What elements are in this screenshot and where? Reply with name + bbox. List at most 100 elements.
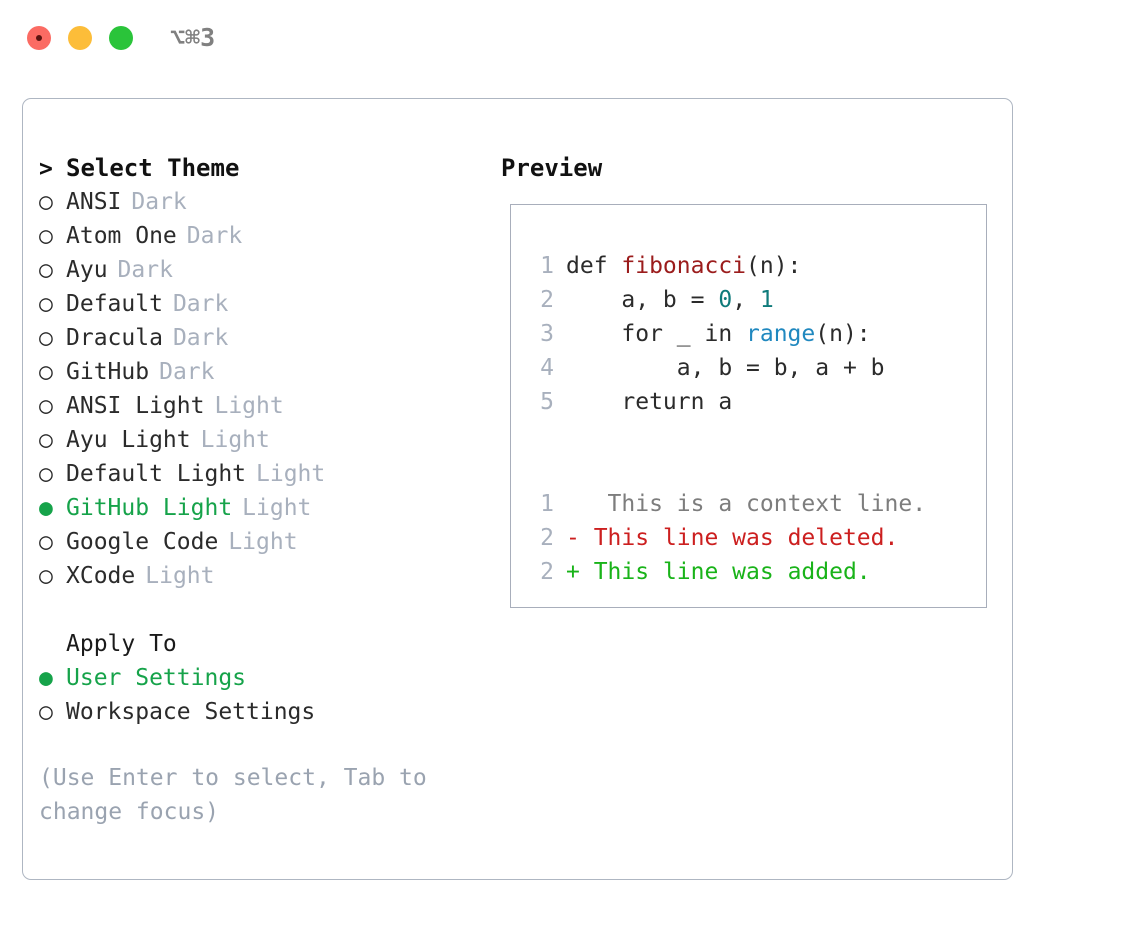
code-token-number: 1 — [759, 287, 774, 313]
diff-sign: + — [566, 559, 580, 585]
code-token: (n): — [746, 253, 802, 279]
theme-item-github-dark[interactable]: ○ GitHub Dark — [39, 355, 479, 389]
select-theme-header: > Select Theme — [39, 151, 479, 185]
maximize-button-icon[interactable] — [109, 26, 133, 50]
theme-item-label: Ayu — [66, 257, 108, 283]
theme-item-ayu-light[interactable]: ○ Ayu Light Light — [39, 423, 479, 457]
code-token-function: fibonacci — [621, 253, 747, 279]
theme-item-label: ANSI Light — [66, 393, 205, 419]
theme-item-default-dark[interactable]: ○ Default Dark — [39, 287, 479, 321]
code-line: 5 return a — [524, 385, 980, 419]
code-line: 2 a, b = 0, 1 — [524, 283, 980, 317]
apply-to-title: Apply To — [66, 631, 177, 657]
code-blank-line — [524, 419, 980, 453]
radio-unselected-icon[interactable]: ○ — [39, 563, 53, 589]
theme-item-ansi-dark[interactable]: ○ ANSI Dark — [39, 185, 479, 219]
radio-unselected-icon[interactable]: ○ — [39, 257, 53, 283]
radio-selected-icon[interactable]: ● — [39, 665, 53, 691]
line-number: 4 — [540, 355, 554, 381]
code-token: return a — [566, 389, 733, 415]
keyboard-hint-text: (Use Enter to select, Tab to change focu… — [39, 765, 427, 825]
radio-unselected-icon[interactable]: ○ — [39, 291, 53, 317]
diff-line-context: 1 This is a context line. — [524, 487, 980, 521]
theme-item-label: GitHub — [66, 359, 150, 385]
radio-unselected-icon[interactable]: ○ — [39, 427, 53, 453]
diff-sign: - — [566, 525, 580, 551]
code-line: 3 for _ in range(n): — [524, 317, 980, 351]
code-line: 4 a, b = b, a + b — [524, 351, 980, 385]
theme-item-variant: Light — [145, 563, 215, 589]
radio-unselected-icon[interactable]: ○ — [39, 529, 53, 555]
apply-to-workspace-settings[interactable]: ○ Workspace Settings — [39, 695, 479, 729]
radio-unselected-icon[interactable]: ○ — [39, 359, 53, 385]
theme-item-variant: Dark — [159, 359, 215, 385]
line-number: 1 — [540, 491, 554, 517]
radio-unselected-icon[interactable]: ○ — [39, 189, 53, 215]
apply-to-option-label: Workspace Settings — [66, 699, 316, 725]
preview-title: Preview — [501, 154, 603, 182]
theme-item-label: XCode — [66, 563, 136, 589]
diff-text: This line was deleted. — [579, 525, 899, 551]
theme-item-google-code-light[interactable]: ○ Google Code Light — [39, 525, 479, 559]
apply-to-user-settings[interactable]: ● User Settings — [39, 661, 479, 695]
theme-item-variant: Dark — [172, 325, 229, 351]
theme-item-variant: Dark — [131, 189, 187, 215]
preview-pane: Preview 1 def fibonacci(n): 2 a, b = 0, 1… — [501, 151, 991, 608]
theme-item-variant: Light — [228, 529, 298, 555]
theme-item-variant: Light — [214, 393, 284, 419]
diff-text: This is a context line. — [579, 491, 927, 517]
diff-line-deleted: 2- This line was deleted. — [524, 521, 980, 555]
theme-item-ansi-light[interactable]: ○ ANSI Light Light — [39, 389, 479, 423]
preview-box: 1 def fibonacci(n): 2 a, b = 0, 1 3 for _… — [510, 204, 987, 608]
theme-item-variant: Dark — [172, 291, 229, 317]
line-number: 1 — [540, 253, 554, 279]
code-token: a, b = b, a + b — [566, 355, 885, 381]
line-number: 2 — [540, 525, 554, 551]
theme-item-variant: Light — [200, 427, 270, 453]
line-number: 2 — [540, 287, 554, 313]
code-token-builtin: range — [746, 321, 816, 347]
title-bar: ⌥⌘3 — [0, 0, 1140, 78]
diff-line-added: 2 + This line was added. — [524, 555, 980, 589]
code-token: def — [566, 253, 622, 279]
code-line: 1 def fibonacci(n): — [524, 249, 980, 283]
theme-item-label: Atom One — [66, 223, 177, 249]
radio-unselected-icon[interactable]: ○ — [39, 325, 53, 351]
code-sample: 1 def fibonacci(n): 2 a, b = 0, 1 3 for _… — [524, 249, 980, 589]
theme-item-label: Dracula — [66, 325, 163, 351]
theme-item-xcode-light[interactable]: ○ XCode Light — [39, 559, 479, 593]
close-button-icon[interactable] — [27, 26, 51, 50]
theme-item-variant: Light — [242, 495, 312, 521]
theme-item-label: Google Code — [66, 529, 219, 555]
select-theme-title: Select Theme — [66, 154, 240, 182]
apply-to-option-label: User Settings — [66, 665, 247, 691]
traffic-lights — [27, 26, 133, 50]
radio-unselected-icon[interactable]: ○ — [39, 393, 53, 419]
keyboard-shortcut-label: ⌥⌘3 — [170, 23, 216, 52]
theme-item-variant: Light — [256, 461, 326, 487]
radio-unselected-icon[interactable]: ○ — [39, 699, 53, 725]
code-token: for _ in — [566, 321, 747, 347]
radio-unselected-icon[interactable]: ○ — [39, 223, 53, 249]
line-number: 3 — [540, 321, 554, 347]
radio-unselected-icon[interactable]: ○ — [39, 461, 53, 487]
radio-selected-icon[interactable]: ● — [39, 495, 53, 521]
theme-item-label: Ayu Light — [66, 427, 191, 453]
theme-item-label: ANSI — [66, 189, 122, 215]
code-token: a, b = — [566, 287, 719, 313]
minimize-button-icon[interactable] — [68, 26, 92, 50]
theme-item-variant: Dark — [117, 257, 173, 283]
line-number: 5 — [540, 389, 554, 415]
diff-text: This line was added. — [579, 559, 871, 585]
theme-item-dracula-dark[interactable]: ○ Dracula Dark — [39, 321, 479, 355]
theme-item-ayu-dark[interactable]: ○ Ayu Dark — [39, 253, 479, 287]
line-number: 2 — [540, 559, 554, 585]
theme-item-label: Default — [66, 291, 163, 317]
prompt-caret-icon: > — [39, 156, 53, 182]
